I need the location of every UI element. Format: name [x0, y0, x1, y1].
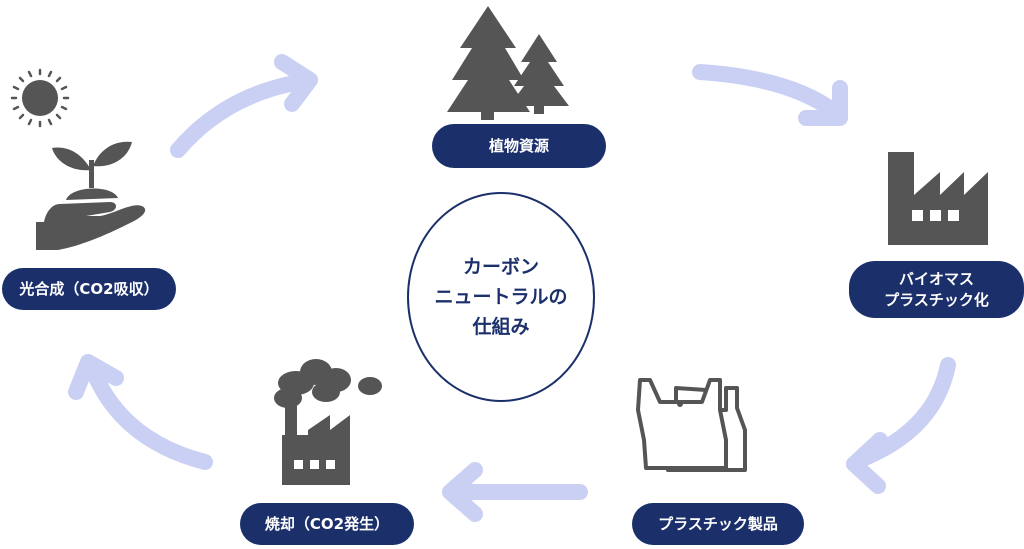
arrow-plant-to-biomass [692, 64, 848, 126]
center-title-line2: ニュートラルの [434, 286, 568, 308]
stage-incineration-label: 焼却（CO2発生） [264, 514, 390, 533]
stage-biomass-line2: プラスチック化 [884, 290, 989, 309]
stage-photosynthesis-label: 光合成（CO2吸収） [19, 279, 159, 298]
stage-plastic-products-label: プラスチック製品 [658, 514, 778, 533]
arrow-incineration-to-photosynthesis [68, 354, 213, 470]
stage-biomass-plastic: バイオマス プラスチック化 [849, 261, 1024, 318]
stage-incineration: 焼却（CO2発生） [240, 503, 414, 545]
stage-photosynthesis: 光合成（CO2吸収） [2, 268, 176, 310]
stage-plant-resource-label: 植物資源 [488, 136, 549, 155]
center-title-line3: 仕組み [472, 316, 530, 338]
arrow-biomass-to-products [846, 357, 956, 494]
stage-biomass-line1: バイオマス [898, 269, 974, 288]
arrow-photosynthesis-to-plant [170, 54, 318, 158]
center-title-line1: カーボン [462, 256, 539, 278]
center-title-circle: カーボン ニュートラルの 仕組み [407, 192, 595, 402]
arrow-products-to-incineration [442, 462, 588, 522]
stage-plastic-products: プラスチック製品 [632, 503, 804, 545]
stage-plant-resource: 植物資源 [432, 124, 606, 168]
